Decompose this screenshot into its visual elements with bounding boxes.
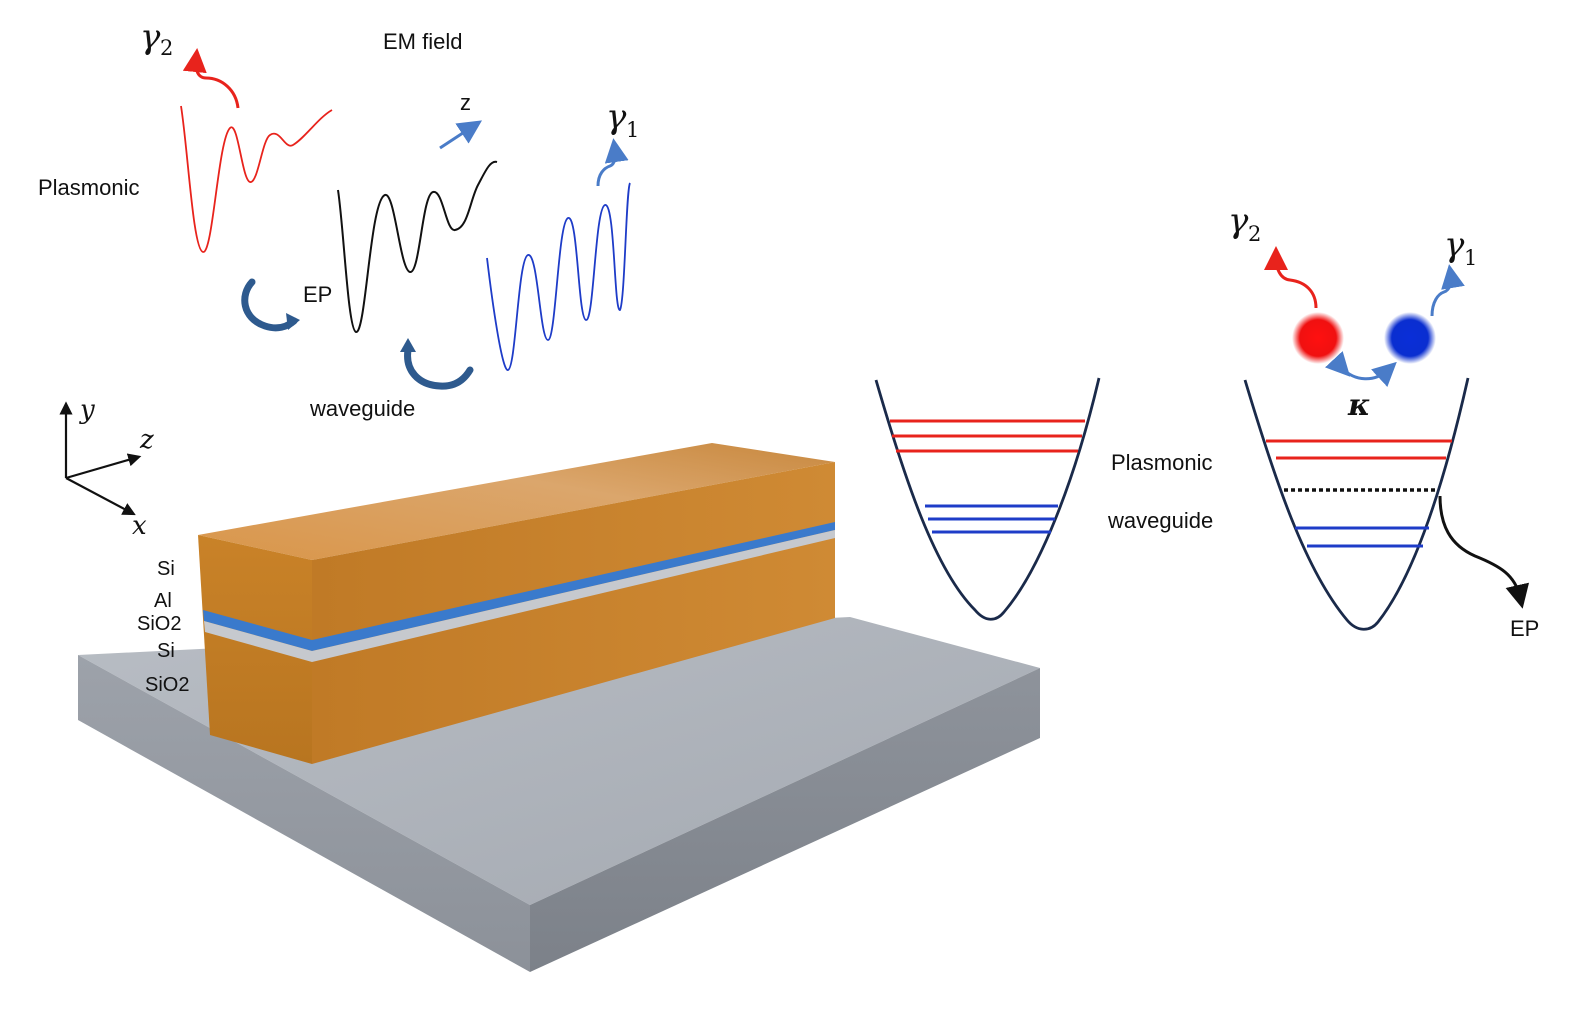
gamma1-top-subscript: 1	[626, 118, 639, 142]
waveguide-wave	[486, 182, 631, 371]
potential-well-middle	[874, 377, 1101, 621]
axis-z-label: z	[139, 425, 154, 455]
waveguide-mode-dot	[1384, 312, 1436, 364]
ep-pointer-arrow	[1438, 495, 1530, 609]
energy-levels-waveguide-middle	[925, 504, 1058, 534]
ridge-top	[198, 443, 835, 560]
substrate-front-face	[530, 668, 1040, 972]
gamma2-right-symbol: γ	[1228, 201, 1249, 241]
kappa-coupling-arrow	[1325, 351, 1397, 387]
al-layer-side	[312, 522, 835, 651]
plasmonic-level-label: Plasmonic	[1111, 450, 1212, 475]
kappa-label: κ	[1347, 388, 1371, 423]
al-layer-front	[203, 610, 312, 651]
gamma2-top-subscript: 2	[160, 36, 173, 60]
plasmonic-wave	[180, 105, 333, 253]
gamma2-top-symbol: γ	[140, 17, 161, 57]
energy-levels-plasmonic-right	[1266, 439, 1452, 460]
waveguide-level-label: waveguide	[1107, 508, 1213, 533]
energy-levels-plasmonic-middle	[890, 419, 1085, 453]
ep-right-label: EP	[1510, 616, 1539, 641]
z-direction-arrow	[439, 120, 483, 150]
z-direction-label: z	[460, 90, 471, 115]
coupling-arrow-lower	[400, 338, 474, 390]
em-field-label: EM field	[383, 29, 462, 54]
substrate-left-face	[78, 655, 530, 972]
layer-label-sio2-bottom: SiO2	[145, 674, 189, 696]
coupling-arrow-upper	[241, 278, 300, 332]
waveguide-mode-label: waveguide	[309, 396, 415, 421]
energy-levels-waveguide-right	[1295, 526, 1429, 548]
layer-label-si-bottom: Si	[157, 640, 175, 662]
layer-label-sio2-mid: SiO2	[137, 613, 181, 635]
gamma1-top-arrow	[596, 138, 629, 187]
axis-x-label: x	[132, 511, 147, 541]
potential-well-right	[1243, 377, 1470, 631]
layer-label-al: Al	[154, 590, 172, 612]
gamma2-right-arrow	[1264, 246, 1318, 309]
gamma2-top-arrow	[182, 48, 240, 109]
plasmonic-mode-label: Plasmonic	[38, 175, 139, 200]
hybrid-ep-wave	[337, 160, 498, 334]
ep-top-label: EP	[303, 282, 332, 307]
coordinate-axes	[59, 401, 142, 516]
gamma1-right-subscript: 1	[1464, 246, 1477, 270]
layer-label-si-top: Si	[157, 558, 175, 580]
gamma1-right-symbol: γ	[1444, 225, 1465, 265]
sio2-layer-side	[312, 530, 835, 662]
axis-y-label: y	[79, 395, 95, 425]
sio2-layer-front	[204, 621, 312, 662]
ridge-side	[312, 462, 835, 764]
gamma2-right-subscript: 2	[1248, 222, 1261, 246]
plasmonic-mode-dot	[1292, 312, 1344, 364]
gamma1-top-symbol: γ	[606, 97, 627, 137]
gamma1-right-arrow	[1430, 264, 1465, 317]
ridge-front	[198, 535, 312, 764]
device-3d: Si Al SiO2 Si SiO2	[78, 443, 1040, 972]
